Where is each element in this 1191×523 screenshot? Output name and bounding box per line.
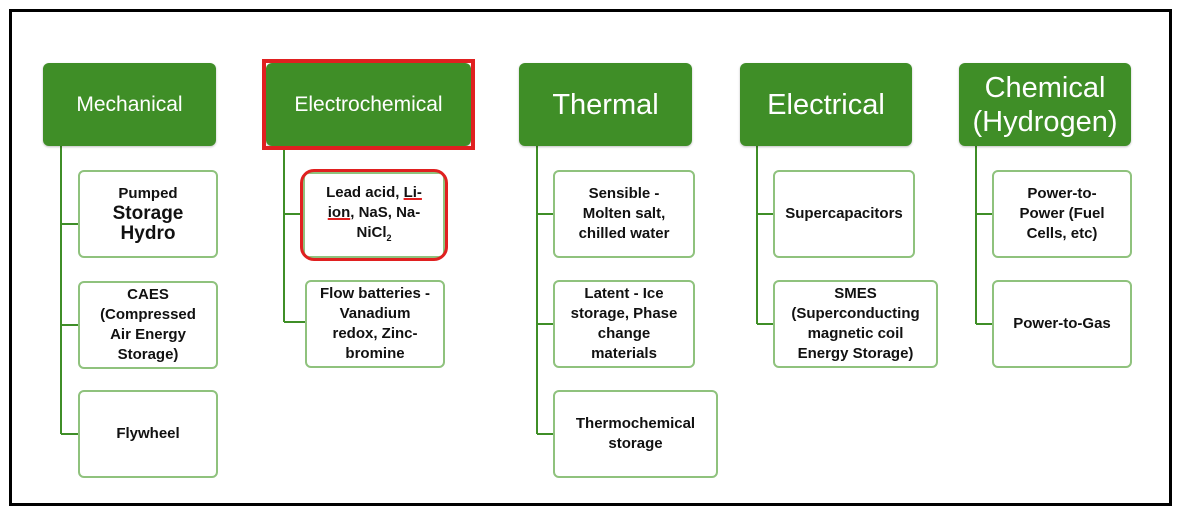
item-line: Molten salt, — [582, 205, 666, 222]
item-line: Flywheel — [116, 425, 180, 442]
item-latent: Latent - Ice storage, Phase change mater… — [553, 280, 695, 368]
item-line: magnetic coil — [807, 325, 904, 342]
item-thermochemical: Thermochemical storage — [553, 390, 718, 478]
item-supercapacitors: Supercapacitors — [773, 170, 915, 258]
item-smes: SMES (Superconducting magnetic coil Ener… — [773, 280, 938, 368]
item-line: Latent - Ice — [584, 285, 664, 302]
item-line: Power-to- — [1027, 185, 1097, 202]
item-line: Thermochemical — [575, 415, 696, 432]
item-line: Storage) — [117, 346, 179, 363]
item-line: SMES — [834, 285, 877, 302]
category-header-chemical: Chemical (Hydrogen) — [959, 63, 1131, 146]
category-header-thermal: Thermal — [519, 63, 692, 146]
item-line: Supercapacitors — [785, 205, 903, 222]
diagram-frame — [9, 9, 1172, 506]
item-caes: CAES (Compressed Air Energy Storage) — [78, 281, 218, 369]
category-title: Electrical — [767, 88, 885, 121]
category-header-electrochemical: Electrochemical — [266, 63, 471, 146]
category-header-mechanical: Mechanical — [43, 63, 216, 146]
item-line: Energy Storage) — [797, 345, 914, 362]
item-line: Power-to-Gas — [1013, 315, 1111, 332]
item-line: Vanadium — [339, 305, 411, 322]
item-line: Cells, etc) — [1026, 225, 1098, 242]
item-flywheel: Flywheel — [78, 390, 218, 478]
category-title: Electrochemical — [294, 92, 443, 116]
item-line: Air Energy — [110, 326, 186, 343]
item-line: materials — [591, 345, 657, 362]
item-line: Pumped — [118, 185, 178, 202]
item-line: bromine — [345, 345, 405, 362]
item-power-to-power: Power-to- Power (Fuel Cells, etc) — [992, 170, 1132, 258]
item-line: (Superconducting — [791, 305, 920, 322]
item-line: storage — [608, 435, 663, 452]
item-line: Storage Hydro — [112, 203, 184, 244]
category-title: Thermal — [552, 88, 659, 121]
category-header-electrical: Electrical — [740, 63, 912, 146]
category-title: Mechanical — [76, 92, 183, 116]
item-power-to-gas: Power-to-Gas — [992, 280, 1132, 368]
category-title-line: (Hydrogen) — [972, 105, 1118, 138]
category-title-line: Chemical — [984, 71, 1106, 104]
item-flow-batteries: Flow batteries - Vanadium redox, Zinc- b… — [305, 280, 445, 368]
item-line: ion, NaS, Na- — [327, 203, 421, 221]
item-line: (Compressed — [100, 306, 196, 323]
item-line: Lead acid, Li- — [326, 183, 422, 201]
item-line: Flow batteries - — [319, 285, 431, 302]
item-line: storage, Phase — [570, 305, 678, 322]
item-lead-acid-li-ion: Lead acid, Li- ion, NaS, Na- NiCl2 — [303, 172, 445, 258]
item-pumped-storage-hydro: Pumped Storage Hydro — [78, 170, 218, 258]
item-line: Power (Fuel — [1019, 205, 1105, 222]
item-line: CAES — [127, 286, 169, 303]
item-line: NiCl2 — [356, 223, 392, 243]
item-sensible: Sensible - Molten salt, chilled water — [553, 170, 695, 258]
item-line: change — [597, 325, 651, 342]
item-line: chilled water — [578, 225, 670, 242]
item-line: Sensible - — [588, 185, 660, 202]
item-line: redox, Zinc- — [332, 325, 418, 342]
